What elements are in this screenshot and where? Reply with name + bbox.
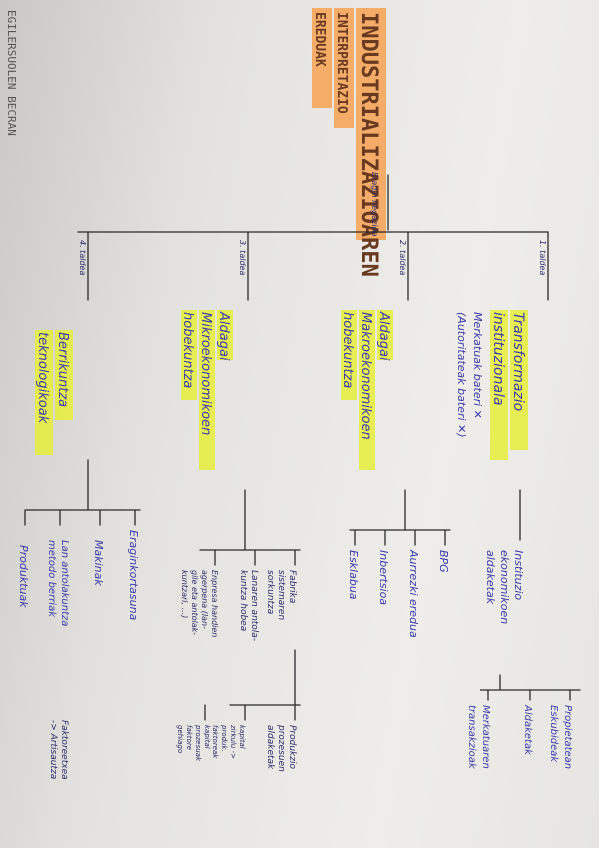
tag-4: 4. taldea [78,240,87,275]
group-3-heading: Aldagai Mikroekonomikoen hobekuntza [180,310,233,470]
group-3-child-3: Enpresa handien agerpena (lan- gile eta … [180,570,219,637]
group-4-heading: Berrikuntza teknologikoak [35,330,73,455]
svg-text:sistemaren: sistemaren [276,570,286,620]
svg-text:aldaketak: aldaketak [484,550,497,605]
title-highlight-1 [356,8,386,240]
svg-text:Merkatuak bateri ✕: Merkatuak bateri ✕ [471,312,484,419]
svg-text:kapital: kapital [203,725,211,749]
group-3-child-4: Produkzio prozesuen aldaketak [265,724,297,772]
group-3-child-5: kapital zirkulu -> produk. faktoreak [211,724,246,759]
svg-text:Lanaren antola-: Lanaren antola- [249,570,259,641]
group-2-child-4: Esklabua [347,550,360,600]
svg-text:Aldagai: Aldagai [216,311,231,361]
svg-text:sorkuntza: sorkuntza [265,570,275,614]
svg-text:produk.: produk. [220,724,228,752]
svg-text:3. taldea: 3. taldea [238,240,247,275]
svg-text:2. taldea: 2. taldea [398,240,407,275]
svg-text:-> Artisautza: -> Artisautza [48,720,58,779]
center-label: Eragin negazioa [370,172,379,236]
svg-text:prozesuak: prozesuak [194,724,202,762]
svg-text:Eragin negazioa: Eragin negazioa [370,172,379,236]
svg-text:Inbertsioa: Inbertsioa [377,550,390,605]
group-4-child-4: Produktuak [17,545,30,608]
svg-text:Eraginkortasuna: Eraginkortasuna [127,530,140,621]
svg-text:EGILERSUOLEN BECRAN: EGILERSUOLEN BECRAN [5,10,18,136]
group-3-child-2: Lanaren antola- kuntza hobea [238,570,259,641]
svg-text:Propietatean: Propietatean [562,705,573,769]
group-3-child-1: Fabrika sistemaren sorkuntza [265,570,297,620]
svg-text:aldaketak: aldaketak [265,725,275,770]
svg-text:faktoreak: faktoreak [211,725,219,759]
title-line-3: EREDUAK [312,12,327,67]
svg-text:Enpresa handien: Enpresa handien [210,570,219,637]
svg-text:instituzionala: instituzionala [490,312,506,406]
svg-text:kuntzari, ...): kuntzari, ...) [180,570,189,618]
svg-text:Faktoreetxea: Faktoreetxea [59,720,69,780]
svg-text:Merkatuaren: Merkatuaren [480,705,491,769]
svg-text:Aldaketak: Aldaketak [522,704,533,756]
svg-text:Mikroekonomikoen: Mikroekonomikoen [198,312,213,435]
svg-text:4. taldea: 4. taldea [78,240,87,275]
group-2-heading: Aldagai Makroekonomikoen hobekuntza [340,310,393,470]
svg-text:1. taldea: 1. taldea [538,240,547,275]
group-1-child-1: Instituzio ekonomikoen aldaketak [484,550,525,624]
svg-text:Aldagai: Aldagai [376,311,391,361]
tag-1: 1. taldea [538,240,547,275]
svg-text:ekonomikoen: ekonomikoen [498,550,511,624]
svg-text:Berrikuntza: Berrikuntza [55,332,70,407]
svg-text:Transformazio: Transformazio [510,312,526,411]
svg-text:Makroekonomikoen: Makroekonomikoen [358,312,373,440]
svg-text:BPG: BPG [437,550,450,573]
group-4-child-3: Lan antolakuntza metodo berriak [46,540,70,626]
svg-text:hobekuntza: hobekuntza [180,312,195,388]
group-3-child-6: kapital prozesuak faktore gehiago [176,724,211,762]
title-line-1: INDUSTRIALIZAZIOAREN [356,12,381,277]
svg-text:Instituzio: Instituzio [512,550,525,600]
svg-text:Lan antolakuntza: Lan antolakuntza [59,540,70,626]
group-1-child-3: Aldaketak [522,704,533,756]
group-4-child-5: Faktoreetxea -> Artisautza [48,720,69,780]
svg-text:kapital: kapital [238,725,246,749]
svg-text:Eskubideak: Eskubideak [548,705,559,763]
svg-text:(Autoritateak bateri ✕): (Autoritateak bateri ✕) [455,312,468,438]
svg-text:gile eta antolak-: gile eta antolak- [190,570,199,635]
svg-text:transakzioak: transakzioak [466,705,477,770]
title-block: INDUSTRIALIZAZIOAREN INTERPRETAZIO EREDU… [312,8,386,277]
group-1-heading: Transformazio instituzionala Merkatuak b… [455,310,528,460]
title-line-2: INTERPRETAZIO [334,12,349,114]
svg-text:Aurrezki eredua: Aurrezki eredua [407,549,420,638]
group-1-child-4: Merkatuaren transakzioak [466,705,491,770]
group-4-child-1: Eraginkortasuna [127,530,140,621]
side-label: EGILERSUOLEN BECRAN [5,10,18,136]
svg-text:teknologikoak: teknologikoak [35,332,50,424]
group-2-child-2: Aurrezki eredua [407,549,420,638]
svg-text:Produkzio: Produkzio [287,725,297,769]
title-highlight-3 [312,8,332,108]
svg-text:metodo berriak: metodo berriak [46,540,57,618]
svg-text:Makinak: Makinak [92,540,105,586]
svg-text:faktore: faktore [185,725,193,750]
group-2-child-1: BPG [437,550,450,573]
group-2-child-3: Inbertsioa [377,550,390,605]
svg-text:zirkulu ->: zirkulu -> [229,724,237,759]
svg-text:Esklabua: Esklabua [347,550,360,600]
svg-text:prozesuen: prozesuen [276,724,286,772]
group-1-child-2: Propietatean Eskubideak [548,705,573,769]
svg-text:hobekuntza: hobekuntza [340,312,355,388]
title-highlight-2 [334,8,354,128]
svg-text:gehiago: gehiago [176,725,184,753]
svg-text:Produktuak: Produktuak [17,545,30,608]
tag-2: 2. taldea [398,240,407,275]
tag-3: 3. taldea [238,240,247,275]
svg-text:kuntza hobea: kuntza hobea [238,570,248,631]
group-4-child-2: Makinak [92,540,105,586]
svg-text:Fabrika: Fabrika [287,570,297,603]
svg-text:agerpena (lan-: agerpena (lan- [200,570,209,629]
